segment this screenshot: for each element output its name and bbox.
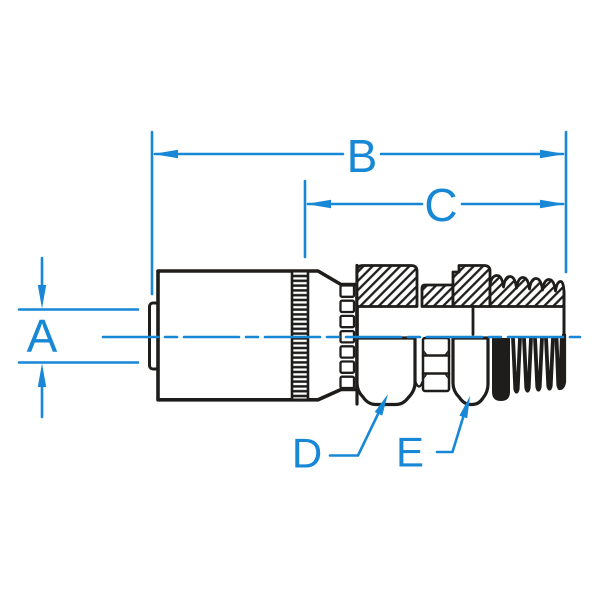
- section-step: [420, 283, 455, 308]
- arrowhead-d: [374, 394, 388, 416]
- arrowhead-a-down: [37, 285, 47, 309]
- dimension-annotations: [17, 130, 582, 457]
- recessed-hex: [421, 336, 451, 393]
- label-b: B: [347, 130, 378, 182]
- label-d: D: [292, 430, 322, 477]
- arrowhead-a-up: [37, 363, 47, 387]
- nut-notch: [414, 380, 424, 388]
- label-a: A: [27, 310, 58, 362]
- arrowhead-b-right: [540, 149, 565, 159]
- section-hex-e: [451, 264, 492, 308]
- male-thread: [511, 332, 567, 394]
- knurl-band: [290, 269, 310, 402]
- dimension-c: [303, 179, 565, 259]
- o-ring: [492, 338, 510, 401]
- section-thread: [488, 274, 566, 308]
- crimp-shell: [156, 269, 359, 402]
- dimension-b: [150, 130, 568, 296]
- hex-nut-d: [355, 336, 417, 407]
- dimension-a: [17, 256, 140, 419]
- arrowhead-c-left: [306, 199, 331, 209]
- arrowhead-e: [459, 396, 470, 419]
- leader-d: [328, 394, 388, 457]
- label-e: E: [396, 429, 424, 476]
- section-hex-d: [355, 264, 419, 308]
- hex-nut-e: [451, 336, 490, 407]
- fitting-outline: [148, 263, 567, 407]
- arrowhead-c-right: [540, 199, 565, 209]
- arrowhead-b-left: [153, 149, 178, 159]
- label-c: C: [424, 179, 457, 231]
- leader-e: [435, 396, 470, 454]
